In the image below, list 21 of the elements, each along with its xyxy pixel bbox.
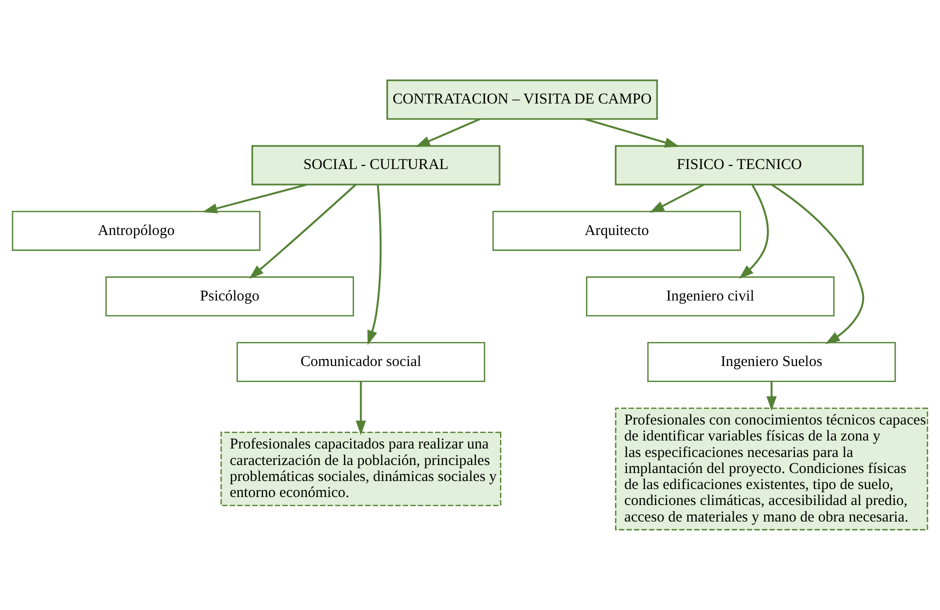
node-box: CONTRATACION – VISITA DE CAMPO [386, 80, 658, 120]
arrow [356, 382, 366, 436]
arrow [739, 184, 769, 279]
node-box: Psicólogo [105, 276, 354, 316]
arrow [650, 184, 704, 213]
arrow [249, 184, 356, 279]
arrow [202, 184, 307, 214]
arrow [771, 184, 864, 344]
node-box: Comunicador social [236, 342, 486, 382]
arrow [766, 382, 777, 411]
node-box: Arquitecto [492, 210, 742, 251]
node-box: Antropólogo [12, 210, 260, 251]
arrow [584, 118, 680, 148]
node-box: Profesionales capacitados para realizar una caracterización de la población, principales problemáticas sociales, dinámicas sociales y entorno económico. [220, 432, 502, 506]
node-box: Ingeniero Suelos [647, 342, 896, 382]
node-box: FISICO - TECNICO [614, 145, 864, 186]
node-box: Profesionales con conocimientos técnicos capaces de identificar variables físicas de la zona y las especificaciones necesarias para la implantación del proyecto. Condiciones físicas de las edificaciones existentes, tipo de suelo, condiciones climáticas, accesibilidad al predio, acceso de materiales y mano de obra necesaria. [615, 408, 928, 530]
arrow [367, 184, 382, 346]
node-box: Ingeniero civil [586, 276, 835, 316]
arrow [415, 118, 480, 148]
node-box: SOCIAL - CULTURAL [251, 145, 500, 186]
